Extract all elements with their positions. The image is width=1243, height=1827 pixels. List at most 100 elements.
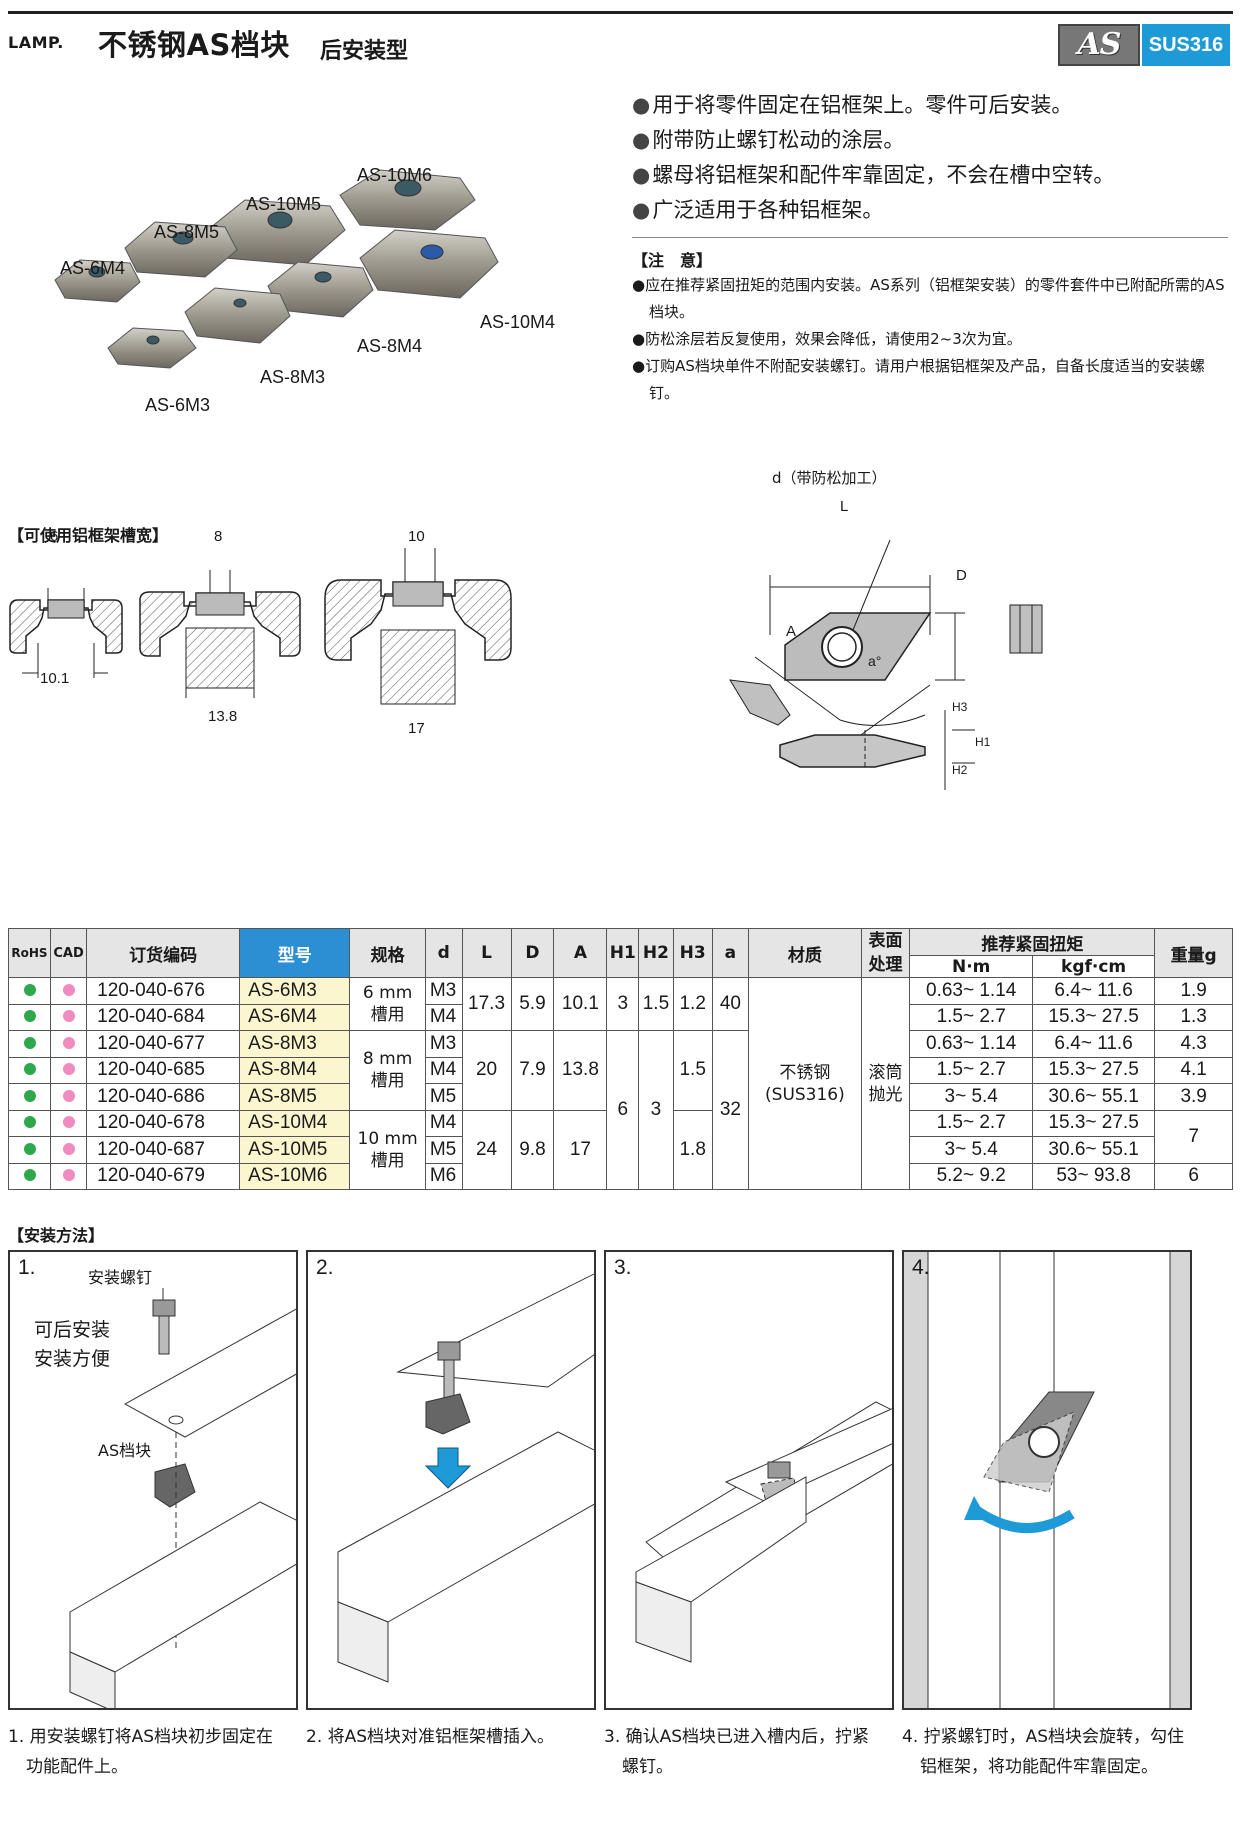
- page-title: 不锈钢AS档块: [98, 28, 290, 62]
- spec-cell: 10 mm 槽用: [349, 1109, 426, 1190]
- block-as-8m3: [184, 287, 291, 344]
- torque-nm: 1.5~ 2.7: [909, 1056, 1033, 1084]
- col-spec: 规格: [349, 928, 426, 978]
- col-d: d: [424, 928, 463, 978]
- slot-diagrams: 6 10.1 8 13.8 10 17: [8, 528, 598, 738]
- table-row: 120-040-684 AS-6M4 M4 1.5~ 2.7 15.3~ 27.…: [8, 1003, 1233, 1031]
- note-item: ●应在推荐紧固扭矩的范围内安装。AS系列（铝框架安装）的零件套件中已附配所需的A…: [632, 276, 1225, 321]
- dim-label-d-big: D: [956, 567, 967, 584]
- rohs-dot: [23, 983, 36, 996]
- cad-dot[interactable]: [62, 1089, 75, 1102]
- dim-label-l: L: [840, 498, 849, 515]
- product-blocks-illustration: [54, 169, 499, 369]
- dim-label-h3: H3: [952, 700, 968, 714]
- spec-table: RoHS CAD 订货编码 型号 规格 d L D A H1 H2 H3 a 材…: [8, 927, 1233, 1190]
- label-as-6m3: AS-6M3: [145, 395, 211, 415]
- val-angle: 40: [711, 977, 750, 1031]
- label-as-8m5: AS-8M5: [154, 222, 220, 242]
- feature-list: ●用于将零件固定在铝框架上。零件可后安装。 ●附带防止螺钉松动的涂层。 ●螺母将…: [632, 88, 1232, 228]
- dimension-drawing: d（带防松加工） L D A a° H3 H1 H2: [690, 469, 1230, 895]
- notes-title: 【注 意】: [632, 251, 713, 270]
- rohs-dot: [23, 1116, 36, 1129]
- spec-cell: 6 mm 槽用: [349, 977, 426, 1031]
- val-h2: 1.5: [638, 977, 674, 1031]
- order-code: 120-040-678: [86, 1109, 241, 1137]
- col-weight: 重量g: [1154, 928, 1233, 978]
- val-a: 10.1: [553, 977, 608, 1031]
- val-h1-shared: 6: [606, 1030, 640, 1190]
- block-as-6m4: [54, 259, 141, 303]
- table-row: 120-040-677 AS-8M3 8 mm 槽用 M3 20 7.9 13.…: [8, 1030, 1233, 1190]
- col-l: L: [461, 928, 512, 978]
- col-h3: H3: [672, 928, 713, 978]
- col-h1: H1: [606, 928, 640, 978]
- col-surface: 表面处理: [860, 928, 911, 978]
- col-h2: H2: [638, 928, 674, 978]
- weight: 6: [1154, 1162, 1233, 1190]
- weight: 4.1: [1154, 1056, 1233, 1084]
- product-photos: AS-10M6 AS-10M5 AS-8M5 AS-6M4 AS-10M4 AS…: [50, 160, 610, 450]
- val-h3: 1.8: [672, 1109, 713, 1190]
- order-code: 120-040-685: [86, 1056, 241, 1084]
- val-l: 24: [461, 1109, 512, 1190]
- material-badge: SUS316: [1142, 24, 1230, 66]
- weight: 4.3: [1154, 1030, 1233, 1058]
- val-a: 17: [553, 1109, 608, 1190]
- val-h3: 1.5: [672, 1030, 713, 1111]
- slot-profile-diagrams: [9, 546, 512, 705]
- torque-nm: 0.63~ 1.14: [909, 977, 1033, 1005]
- val-h3: 1.2: [672, 977, 713, 1031]
- col-code: 订货编码: [86, 928, 241, 978]
- install-caption-3: 3. 确认AS档块已进入槽内后，拧紧 螺钉。: [604, 1727, 870, 1777]
- thread-d: M5: [424, 1083, 463, 1111]
- cad-dot[interactable]: [62, 1010, 75, 1023]
- note-item: ●订购AS档块单件不附配安装螺钉。请用户根据铝框架及产品，自备长度适当的安装螺钉…: [632, 357, 1205, 402]
- col-cad: CAD: [49, 928, 88, 978]
- as-series-badge: AS: [1058, 24, 1140, 66]
- val-l: 17.3: [461, 977, 512, 1031]
- col-angle: a: [711, 928, 750, 978]
- step-1-illustration: [69, 1288, 296, 1708]
- cad-dot[interactable]: [62, 1116, 75, 1129]
- label-as-10m4: AS-10M4: [480, 312, 556, 332]
- feature-item: ●附带防止螺钉松动的涂层。: [632, 128, 905, 152]
- material-cell: 不锈钢 (SUS316): [748, 977, 862, 1190]
- weight: 7: [1154, 1109, 1233, 1164]
- thread-d: M4: [424, 1109, 463, 1137]
- install-caption-2: 2. 将AS档块对准铝框架槽插入。: [306, 1727, 555, 1747]
- notes-list: ●应在推荐紧固扭矩的范围内安装。AS系列（铝框架安装）的零件套件中已附配所需的A…: [632, 272, 1232, 407]
- table-row: 120-040-687 AS-10M5 M5 3~ 5.4 30.6~ 55.1: [8, 1136, 1233, 1164]
- order-code: 120-040-687: [86, 1136, 241, 1164]
- slot-dim-bottom: 13.8: [208, 708, 238, 725]
- dim-label-h2: H2: [952, 763, 968, 777]
- cad-dot[interactable]: [62, 1036, 75, 1049]
- col-dd: D: [510, 928, 555, 978]
- torque-kgf: 53~ 93.8: [1031, 1162, 1156, 1190]
- cad-dot[interactable]: [62, 1142, 75, 1155]
- thread-d: M3: [424, 977, 463, 1005]
- order-code: 120-040-684: [86, 1003, 241, 1031]
- cad-dot[interactable]: [62, 1063, 75, 1076]
- step-number: 1.: [18, 1256, 36, 1279]
- block-as-8m5: [124, 221, 238, 278]
- table-header-row: N·m kgf·cm: [9, 955, 1233, 978]
- model: AS-6M3: [239, 977, 351, 1005]
- feature-item: ●螺母将铝框架和配件牢靠固定，不会在槽中空转。: [632, 163, 1115, 187]
- step-3-illustration: [635, 1401, 892, 1663]
- notes-divider: [632, 237, 1228, 238]
- step-2-illustration: [337, 1273, 594, 1683]
- feature-item: ●广泛适用于各种铝框架。: [632, 198, 884, 222]
- cad-dot[interactable]: [62, 983, 75, 996]
- slot-dim-bottom: 17: [408, 720, 425, 737]
- slot-profile-10: [324, 546, 512, 705]
- rohs-dot: [23, 1142, 36, 1155]
- label-screw: 安装螺钉: [88, 1268, 153, 1287]
- install-caption-1: 1. 用安装螺钉将AS档块初步固定在 功能配件上。: [8, 1727, 274, 1777]
- cad-dot[interactable]: [62, 1169, 75, 1182]
- slot-dim-bottom: 10.1: [40, 670, 70, 687]
- col-torque: 推荐紧固扭矩: [909, 927, 1156, 957]
- label-as-8m3: AS-8M3: [260, 367, 326, 387]
- step-number: 2.: [316, 1256, 334, 1279]
- weight: 1.3: [1154, 1003, 1233, 1031]
- label-block: AS档块: [98, 1441, 152, 1460]
